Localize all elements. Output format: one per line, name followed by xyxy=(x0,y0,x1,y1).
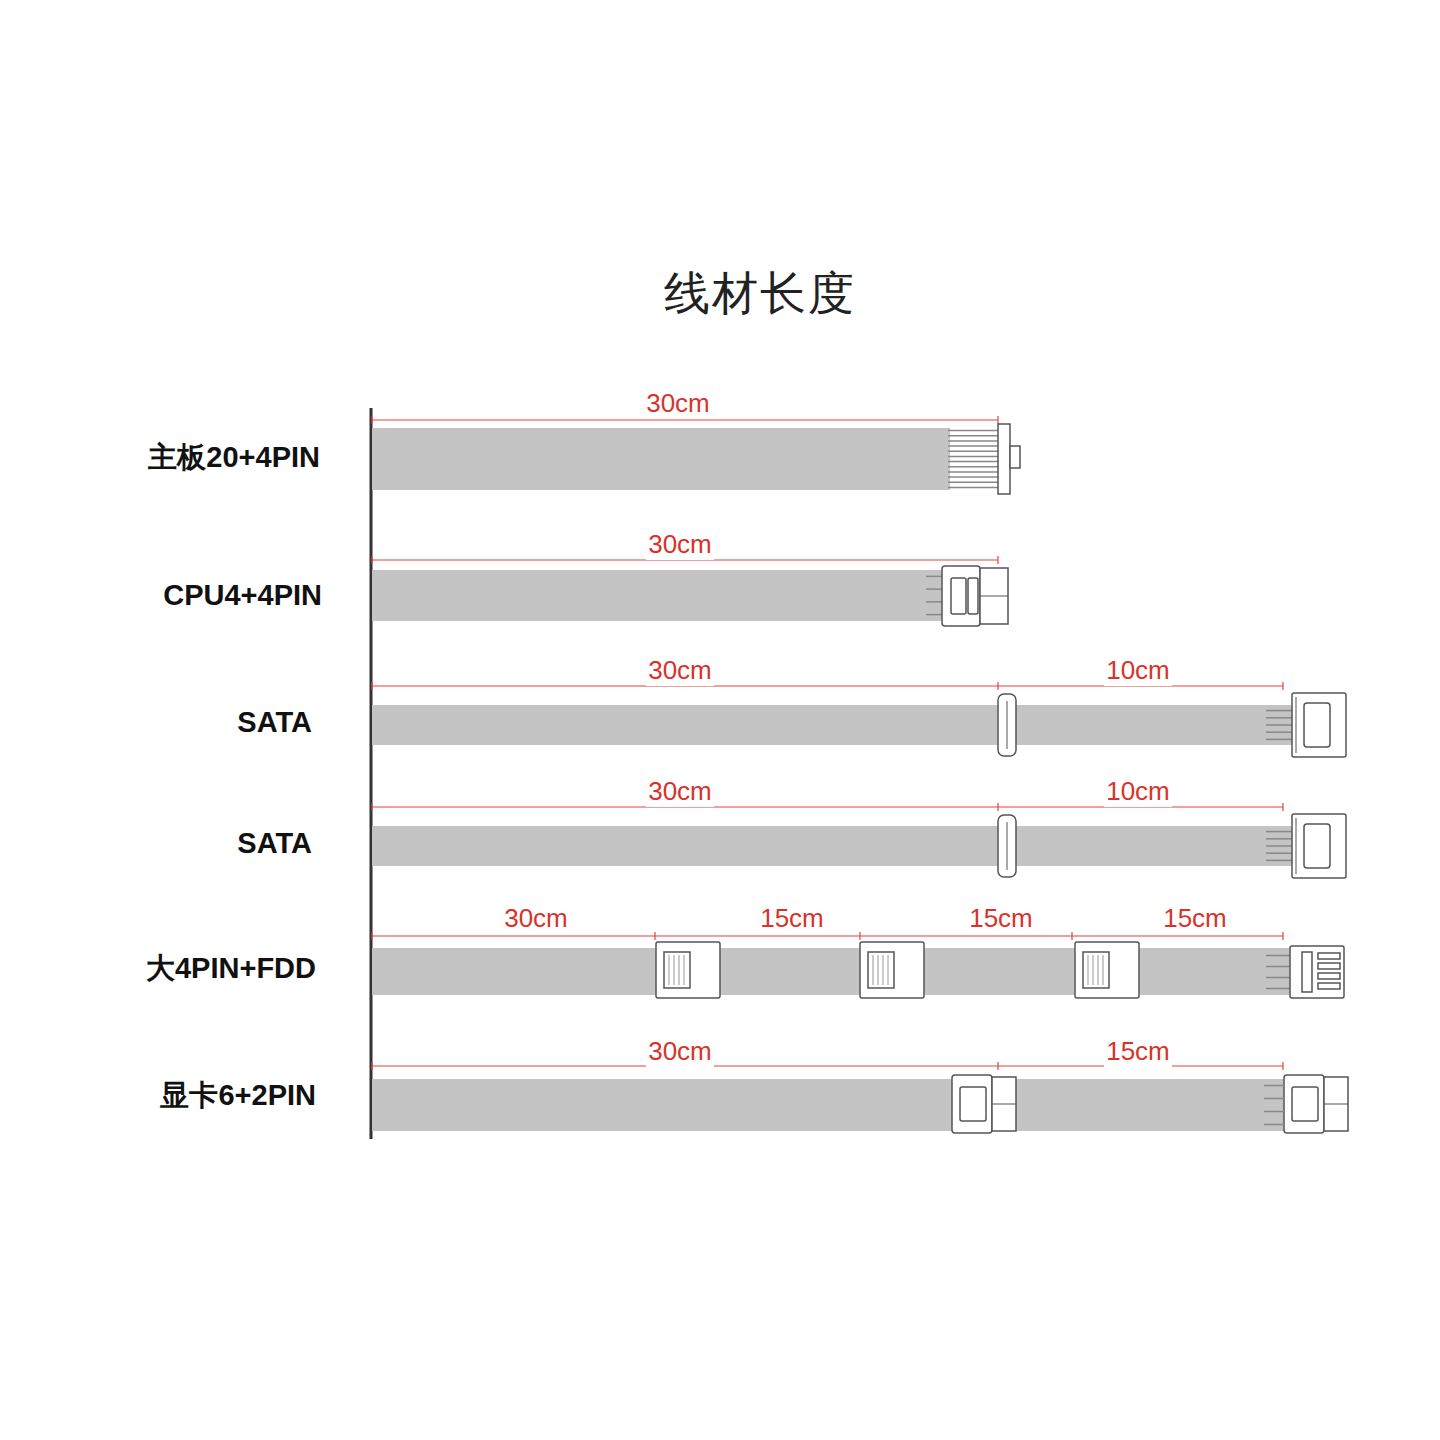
axis-line xyxy=(371,408,372,1139)
cable-name: SATA xyxy=(237,706,312,739)
dimension-label: 30cm xyxy=(646,530,714,560)
dimension-label: 15cm xyxy=(1104,1037,1172,1067)
dimension-label: 30cm xyxy=(644,389,712,419)
pcie-connector xyxy=(952,1075,1348,1133)
diagram-title: 线材长度 xyxy=(664,267,856,320)
dimension-label: 30cm xyxy=(646,1037,714,1067)
dimension-label: 30cm xyxy=(646,656,714,686)
cable-name: 大4PIN+FDD xyxy=(146,952,316,985)
sata-connector xyxy=(998,693,1346,757)
dimension-label: 30cm xyxy=(646,777,714,807)
sata-connector xyxy=(998,814,1346,878)
molex-connector xyxy=(656,942,1344,998)
dimension-label: 30cm xyxy=(502,904,570,934)
cable-name: 显卡6+2PIN xyxy=(160,1079,316,1112)
dimension-label: 10cm xyxy=(1104,656,1172,686)
cable-name: 主板20+4PIN xyxy=(148,441,320,474)
cable-name: CPU4+4PIN xyxy=(163,579,322,612)
dimension-label: 15cm xyxy=(758,904,826,934)
dimension-label: 10cm xyxy=(1104,777,1172,807)
cpu-connector xyxy=(926,566,1008,626)
cable-name: SATA xyxy=(237,827,312,860)
atx-connector xyxy=(948,424,1020,494)
dimension-label: 15cm xyxy=(1161,904,1229,934)
dimension-label: 15cm xyxy=(967,904,1035,934)
cable-bands xyxy=(372,428,1292,1131)
